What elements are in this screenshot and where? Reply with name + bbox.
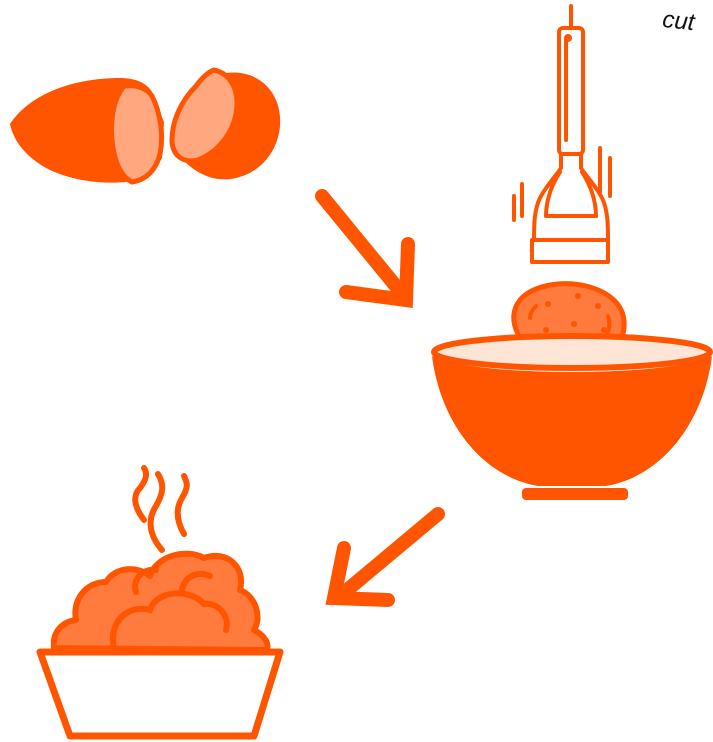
sweet-potato-left-flesh: [112, 86, 162, 182]
mash-pile: [54, 554, 268, 650]
masher-icon: [514, 6, 610, 262]
bowl-rim: [434, 336, 710, 368]
bowl-body: [432, 356, 712, 486]
serving-dish: [40, 652, 280, 736]
steam-icon: [135, 468, 187, 550]
down-left-arrow: [334, 514, 438, 600]
down-right-arrow: [322, 196, 408, 300]
sweet-potato-icon: [10, 70, 280, 183]
bowl-base: [522, 488, 628, 500]
bowl-icon: [432, 284, 712, 500]
cut-label: cut: [661, 6, 696, 37]
mash-dish-icon: [40, 554, 280, 736]
masher-handle: [559, 28, 583, 154]
